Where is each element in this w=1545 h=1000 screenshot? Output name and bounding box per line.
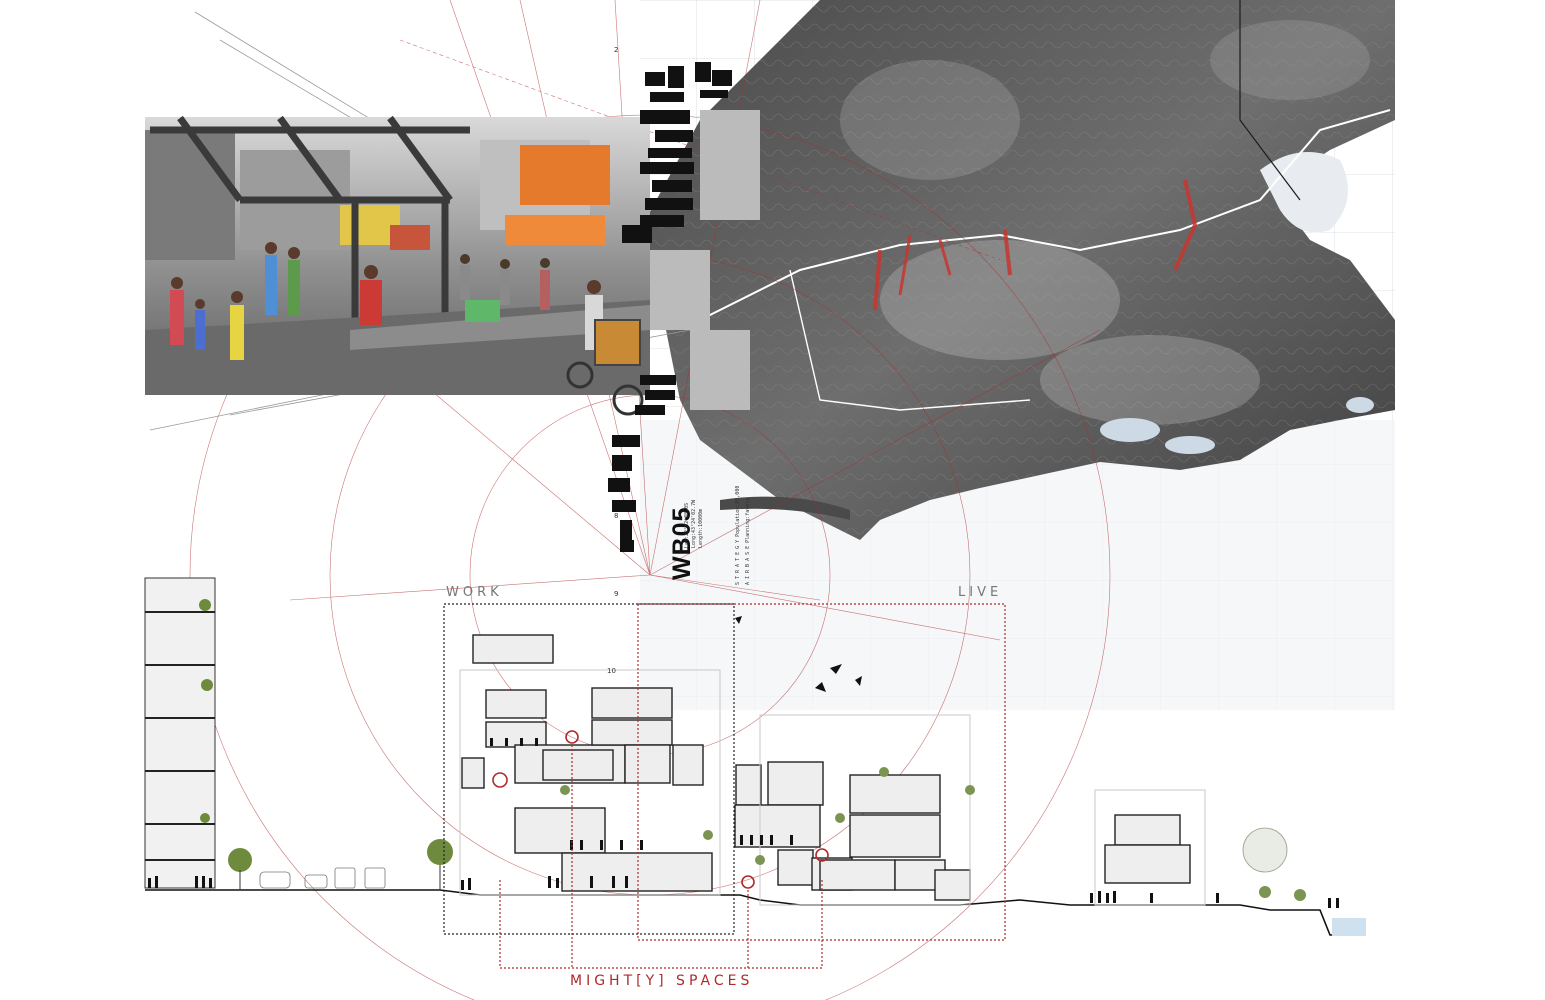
street-photo <box>145 115 650 416</box>
section-people <box>148 738 1339 908</box>
section-greenery <box>560 767 1306 901</box>
station-meta-line: Lat:22°52'38.0S <box>684 502 690 548</box>
markers <box>492 730 829 889</box>
work-frame <box>443 603 735 935</box>
building-orange <box>520 145 610 205</box>
ghost-outlines <box>459 669 1206 906</box>
left-tower <box>144 577 216 889</box>
cart-wheel <box>612 384 644 416</box>
tree <box>1242 827 1288 873</box>
live-frame <box>637 603 1006 941</box>
figure-ground-fragments <box>608 62 732 552</box>
building-orange <box>505 215 605 245</box>
station-meta-line: Long:43°24'02.7W <box>691 499 697 548</box>
strategy-corridors <box>873 179 1198 311</box>
building-red <box>390 225 430 250</box>
station-meta-line: S T R A T E G Y Population:85,000 <box>735 485 741 585</box>
zone-frames <box>443 603 1006 969</box>
sand-spit <box>720 496 850 520</box>
ridge-highlight <box>880 240 1120 360</box>
grid-number: 10 <box>607 667 616 675</box>
topo-contours <box>640 0 1395 540</box>
stacked-units-work <box>461 634 713 892</box>
ridge-highlight <box>1210 20 1370 100</box>
road-line <box>789 269 1031 411</box>
market-stall <box>465 300 500 322</box>
lagoon <box>1346 397 1374 413</box>
mighty-frame <box>499 880 823 969</box>
urban-fabric-gray <box>650 110 760 410</box>
rail-line <box>699 109 1391 321</box>
ground-line <box>145 889 1365 936</box>
building <box>145 130 235 260</box>
tree <box>427 839 453 865</box>
bay-water <box>1260 152 1348 233</box>
mighty-spaces-label: MIGHT[Y] SPACES <box>570 973 754 989</box>
station-meta-line: Length:10000m <box>698 508 704 548</box>
stacked-units-live <box>734 761 1191 901</box>
vendor-cart <box>594 319 641 366</box>
ridge-highlight <box>840 60 1020 180</box>
cart-wheel <box>566 361 594 389</box>
lagoon <box>1165 436 1215 454</box>
kites <box>735 616 862 692</box>
curb <box>350 305 650 350</box>
water <box>1332 918 1366 936</box>
section-drawing <box>144 577 1366 936</box>
map-region <box>640 0 1395 710</box>
vehicles <box>259 867 386 889</box>
grid-number: 2 <box>614 46 619 54</box>
lagoon <box>1100 418 1160 442</box>
grid-number: 9 <box>614 590 619 598</box>
canopy-structure <box>150 115 470 330</box>
station-meta-line: A I R B A S E Planning:favela <box>745 497 751 585</box>
tree <box>228 848 252 872</box>
ridge-highlight <box>1040 335 1260 425</box>
grid-number: 8 <box>614 512 619 520</box>
boundary-line <box>1239 0 1301 201</box>
live-label: LIVE <box>958 585 1003 600</box>
work-label: WORK <box>446 585 503 600</box>
